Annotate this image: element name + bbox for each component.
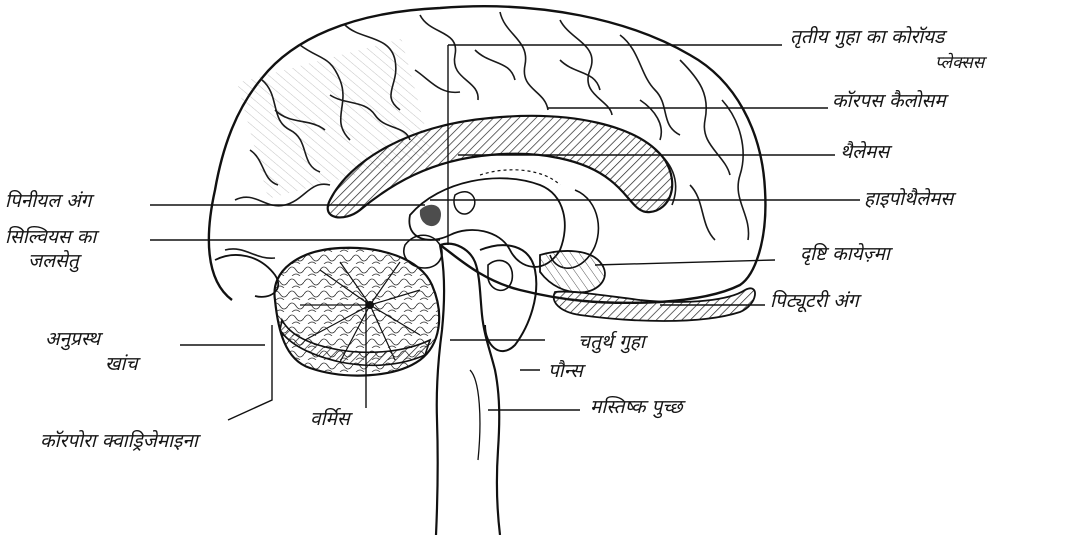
label-medulla: मस्तिष्क पुच्छ	[590, 398, 683, 418]
brain-stem	[436, 244, 500, 535]
label-optic-chiasma: दृष्टि कायेज़्मा	[800, 245, 890, 265]
label-choroid-plexus-line1: तृतीय गुहा का कोरॉयड	[790, 28, 944, 48]
label-hypothalamus: हाइपोथैलेमस	[864, 190, 953, 210]
label-transverse-fissure-line1: अनुप्रस्थ	[45, 330, 100, 350]
label-corpus-callosum: कॉरपस कैलोसम	[832, 92, 946, 112]
label-choroid-plexus-line2: प्लेक्सस	[935, 55, 984, 73]
label-fourth-ventricle: चतुर्थ गुहा	[578, 333, 645, 353]
label-aqueduct-line1: सिल्वियस का	[5, 228, 96, 248]
pons	[480, 245, 536, 351]
label-corpora-quadrigemina: कॉरपोरा क्वाड्रिजेमाइना	[40, 432, 198, 452]
label-pituitary: पिट्यूटरी अंग	[770, 292, 859, 312]
label-thalamus: थैलेमस	[840, 143, 889, 163]
label-pineal: पिनीयल अंग	[5, 192, 91, 212]
label-vermis: वर्मिस	[310, 410, 350, 430]
label-aqueduct-line2: जलसेतु	[28, 252, 79, 272]
optic-chiasma	[540, 251, 605, 292]
label-pons: पौन्स	[548, 362, 583, 382]
label-transverse-fissure-line2: खांच	[105, 355, 138, 375]
